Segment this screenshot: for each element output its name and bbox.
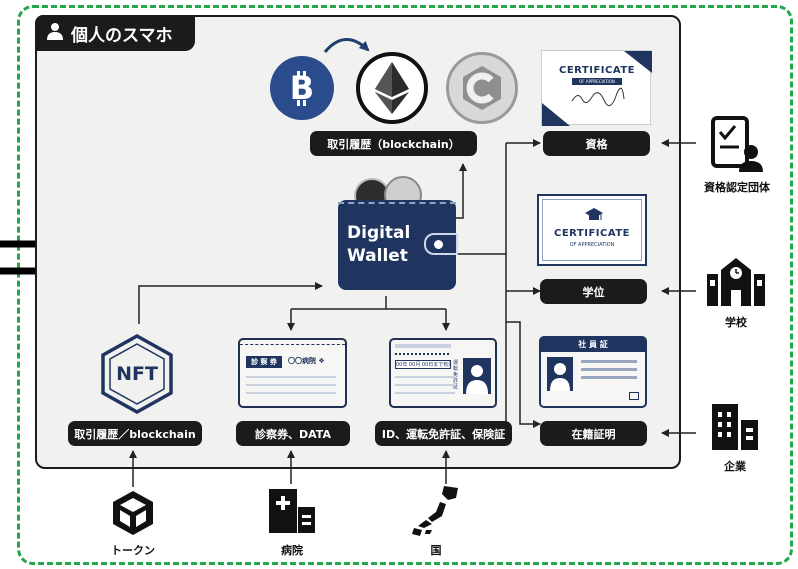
medical-card-hospital: 〇〇病院 ❖: [288, 357, 325, 365]
medical-card-tag: 診 察 券: [246, 356, 282, 368]
japan-map-icon: [410, 486, 460, 536]
altcoin-icon: [446, 52, 518, 124]
license-side-label: 運転免許証: [453, 360, 459, 390]
certification-body-icon: [709, 114, 765, 174]
pill-qualification: 資格: [543, 131, 650, 156]
nft-icon: NFT: [99, 333, 175, 415]
medical-card: 診 察 券 〇〇病院 ❖: [238, 338, 347, 408]
title-text: 個人のスマホ: [71, 25, 173, 46]
school-icon: [707, 258, 765, 306]
nft-to-wallet: [138, 282, 323, 324]
license-validity: 00年 00月 00日まで有効: [395, 360, 451, 369]
certificate-title: CERTIFICATE: [554, 228, 630, 239]
employee-id-card: 社 員 証: [539, 336, 647, 408]
issuer-label-cert-org: 資格認定団体: [704, 181, 770, 194]
bitcoin-icon: B: [270, 56, 334, 120]
certificate-title: CERTIFICATE: [559, 65, 635, 76]
pill-id-docs: ID、運転免許証、保険証: [375, 421, 512, 446]
token-cube-icon: [110, 489, 156, 535]
pill-medical: 診察券、DATA: [236, 421, 350, 446]
wallet-clasp: [424, 233, 458, 255]
pill-tx-history-blockchain: 取引履歴（blockchain）: [310, 131, 477, 156]
graduation-cap-icon: [585, 208, 603, 220]
issuer-label-hospital: 病院: [281, 544, 303, 557]
issuer-label-school: 学校: [725, 316, 747, 329]
certificate-top: CERTIFICATE OF APPRECIATION: [541, 50, 652, 126]
pill-tx-history-nft: 取引履歴／blockchain: [68, 421, 202, 446]
svg-text:B: B: [290, 69, 314, 107]
smartphone-title: 個人のスマホ: [35, 15, 195, 51]
certificate-degree: CERTIFICATE OF APPRECIATION: [537, 194, 647, 266]
portrait-icon: [547, 357, 573, 391]
issuer-label-company: 企業: [724, 460, 746, 473]
nft-label: NFT: [116, 363, 158, 385]
outer-boundary: [17, 5, 793, 565]
certificate-subtitle: OF APPRECIATION: [569, 242, 615, 248]
wallet-to-history: [456, 163, 467, 219]
digital-wallet-icon: Digital Wallet: [338, 200, 458, 290]
signature-icon: [571, 87, 625, 107]
person-icon: [47, 22, 63, 45]
ethereum-icon: [356, 52, 428, 124]
driver-license-card: 00年 00月 00日まで有効 運転免許証: [389, 338, 497, 408]
employee-card-title: 社 員 証: [541, 338, 645, 352]
company-building-icon: [712, 404, 758, 450]
issuer-label-token: トークン: [111, 544, 155, 557]
pill-enrollment: 在籍証明: [540, 421, 647, 446]
wallet-label: Digital Wallet: [347, 223, 411, 266]
hospital-icon: [269, 489, 315, 533]
pill-label: 取引履歴（blockchain）: [327, 137, 460, 151]
pill-degree: 学位: [540, 279, 647, 304]
issuer-label-country: 国: [430, 544, 442, 557]
portrait-icon: [463, 358, 491, 394]
conversion-arrow: [323, 38, 370, 53]
certificate-subtitle: OF APPRECIATION: [572, 78, 622, 85]
